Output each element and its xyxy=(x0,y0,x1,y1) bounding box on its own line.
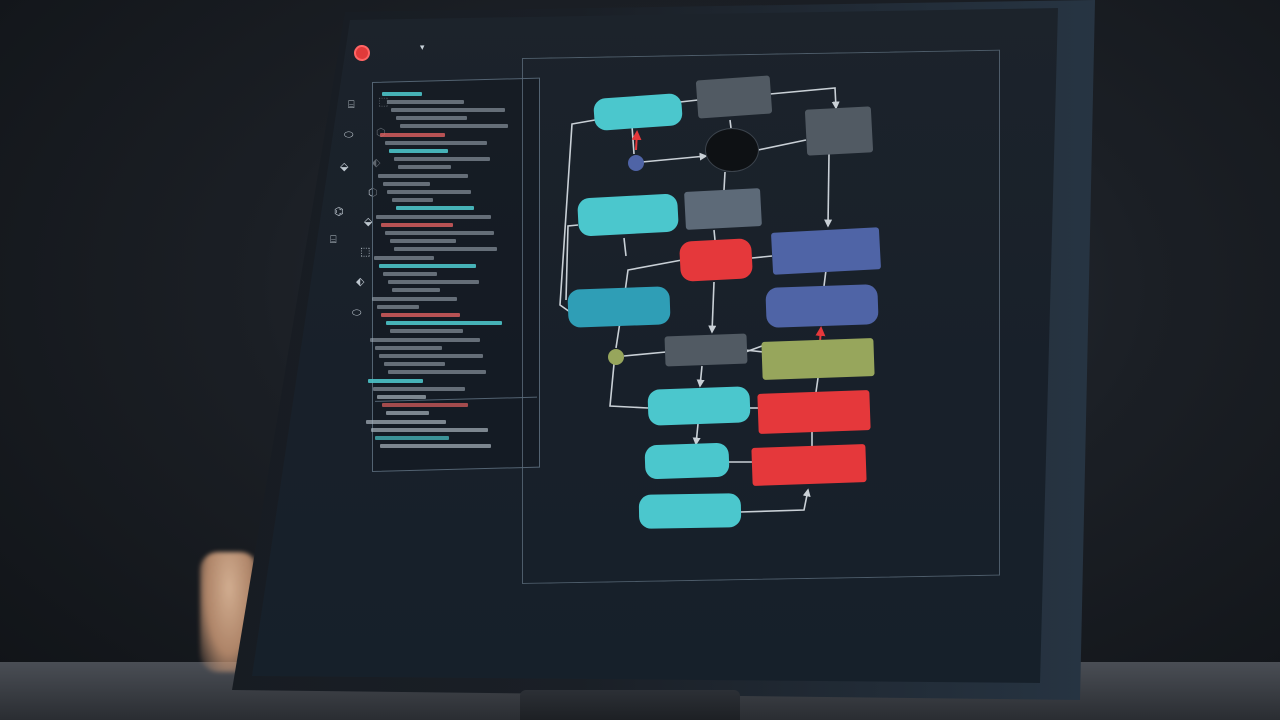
code-line xyxy=(400,123,509,128)
code-line xyxy=(379,443,491,448)
layers-icon[interactable]: ⬭ xyxy=(344,128,354,141)
code-line xyxy=(381,402,468,407)
flow-node[interactable] xyxy=(695,75,773,119)
code-line xyxy=(384,140,487,145)
code-line xyxy=(377,394,427,399)
code-line xyxy=(398,164,452,169)
code-line xyxy=(382,92,422,96)
code-line xyxy=(379,353,484,358)
flow-node[interactable] xyxy=(751,444,867,486)
code-line xyxy=(386,410,430,415)
code-line xyxy=(381,312,461,317)
code-line xyxy=(392,287,441,292)
code-line xyxy=(374,256,434,260)
connector-dot[interactable] xyxy=(628,155,644,171)
connector-dot[interactable] xyxy=(608,349,624,365)
rail-icon[interactable]: ⬙ xyxy=(364,215,373,228)
flow-node[interactable] xyxy=(644,442,730,480)
code-line xyxy=(386,99,464,104)
code-line xyxy=(374,345,442,350)
node-icon[interactable]: ⌬ xyxy=(334,205,344,218)
code-line xyxy=(370,427,488,432)
monitor-stand xyxy=(520,690,740,720)
code-line xyxy=(389,238,456,243)
code-line xyxy=(387,279,479,284)
code-icon[interactable]: ⌸ xyxy=(348,98,355,111)
flow-node[interactable] xyxy=(765,284,879,328)
flow-node[interactable] xyxy=(638,493,742,529)
code-line xyxy=(394,246,498,251)
code-line xyxy=(396,205,475,210)
flow-node[interactable] xyxy=(757,390,871,434)
code-line xyxy=(383,361,445,366)
code-line xyxy=(378,263,476,268)
flow-node-circle[interactable] xyxy=(705,128,759,172)
flow-node[interactable] xyxy=(679,238,753,282)
rail-icon[interactable]: ⬭ xyxy=(352,306,362,319)
code-line xyxy=(395,115,467,120)
code-line xyxy=(382,181,430,186)
rail-icon[interactable]: ⬖ xyxy=(356,275,365,288)
code-line xyxy=(376,215,491,219)
code-line xyxy=(368,379,423,383)
code-line xyxy=(393,156,490,161)
flow-node[interactable] xyxy=(684,188,762,230)
link-icon[interactable]: ⬙ xyxy=(340,160,349,173)
code-line xyxy=(380,222,453,227)
flow-node[interactable] xyxy=(577,193,679,237)
code-line xyxy=(372,297,457,301)
code-line xyxy=(391,107,506,112)
code-line xyxy=(390,328,464,333)
code-line xyxy=(380,133,445,137)
rail-icon[interactable]: ⌸ xyxy=(330,233,337,246)
flow-node[interactable] xyxy=(664,333,748,367)
code-line xyxy=(376,304,419,309)
flow-node[interactable] xyxy=(592,92,684,132)
code-line xyxy=(383,271,438,276)
rail-icon[interactable]: ⬚ xyxy=(360,245,371,258)
code-line xyxy=(375,435,450,440)
code-line xyxy=(389,148,449,153)
flow-node[interactable] xyxy=(647,386,751,426)
code-line xyxy=(370,338,480,342)
flow-node[interactable] xyxy=(567,286,671,328)
flow-node[interactable] xyxy=(770,227,882,275)
code-line xyxy=(372,386,465,391)
code-line xyxy=(388,369,487,374)
flow-node[interactable] xyxy=(761,338,875,380)
code-line xyxy=(366,420,446,424)
code-line xyxy=(387,189,472,194)
code-line xyxy=(385,320,502,325)
code-line xyxy=(391,197,433,202)
code-line xyxy=(378,174,468,178)
flow-node[interactable] xyxy=(804,106,874,156)
code-line xyxy=(385,230,495,235)
